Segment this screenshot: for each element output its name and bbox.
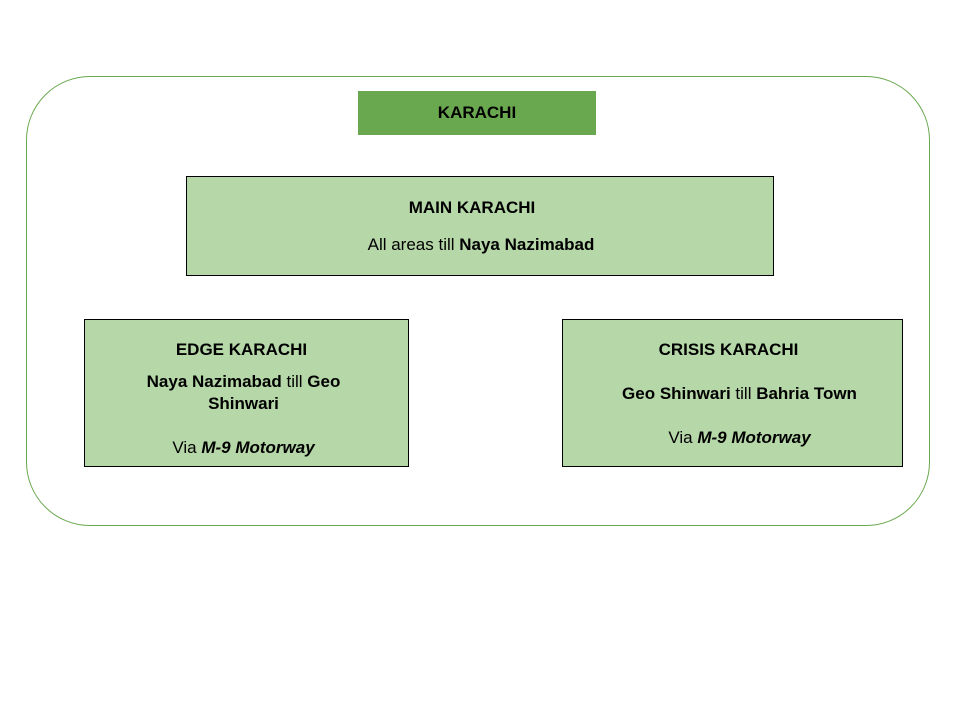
main-karachi-prefix: All areas till [367, 235, 460, 254]
edge-karachi-connector: till [281, 372, 308, 391]
edge-karachi-range-line-1: Naya Nazimabad till Geo [85, 371, 402, 392]
title-label: KARACHI [437, 103, 517, 122]
crisis-karachi-via: Via M-9 Motorway [563, 427, 916, 448]
edge-karachi-box: EDGE KARACHI Naya Nazimabad till Geo Shi… [84, 319, 409, 467]
main-karachi-heading: MAIN KARACHI [408, 198, 536, 217]
main-karachi-box: MAIN KARACHI All areas till Naya Nazimab… [186, 176, 774, 276]
crisis-karachi-connector: till [730, 384, 757, 403]
crisis-karachi-to: Bahria Town [756, 384, 857, 403]
edge-karachi-heading: EDGE KARACHI [175, 340, 308, 359]
title-box: KARACHI [358, 91, 596, 135]
crisis-karachi-via-route: M-9 Motorway [697, 428, 811, 447]
edge-karachi-via: Via M-9 Motorway [85, 437, 402, 458]
crisis-karachi-range: Geo Shinwari till Bahria Town [563, 383, 916, 404]
crisis-karachi-via-prefix: Via [668, 428, 698, 447]
main-karachi-description: All areas till Naya Nazimabad [187, 234, 775, 255]
edge-karachi-to-line-1: Geo [307, 372, 341, 391]
crisis-karachi-from: Geo Shinwari [622, 384, 731, 403]
crisis-karachi-box: CRISIS KARACHI Geo Shinwari till Bahria … [562, 319, 903, 467]
edge-karachi-via-prefix: Via [172, 438, 202, 457]
edge-karachi-via-route: M-9 Motorway [201, 438, 315, 457]
outer-frame [26, 76, 930, 526]
main-karachi-place: Naya Nazimabad [459, 235, 595, 254]
edge-karachi-from: Naya Nazimabad [146, 372, 282, 391]
edge-karachi-range-line-2: Shinwari [85, 393, 402, 414]
edge-karachi-to-line-2: Shinwari [208, 394, 279, 413]
crisis-karachi-heading: CRISIS KARACHI [658, 340, 799, 359]
